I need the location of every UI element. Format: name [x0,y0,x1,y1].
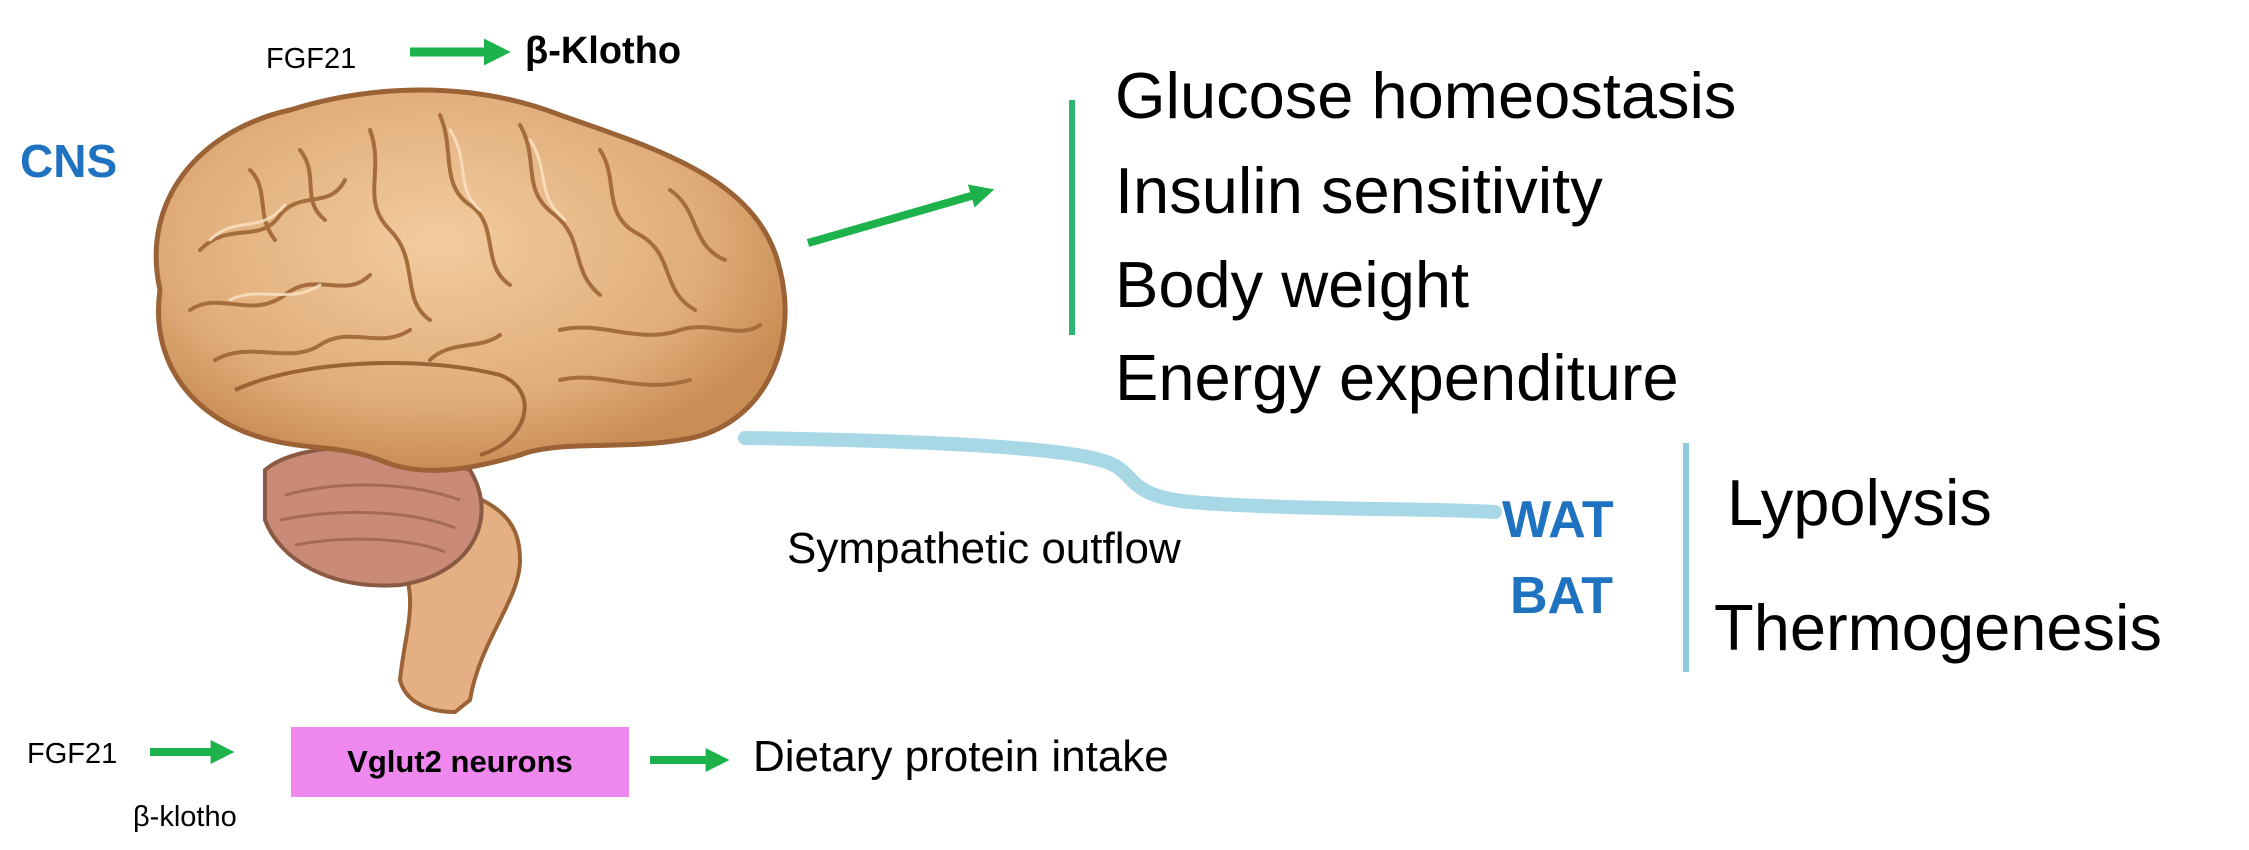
outcome-body-weight: Body weight [1115,248,1470,321]
arrow-right-icon [806,184,995,247]
effect-thermogenesis: Thermogenesis [1714,591,2162,664]
effect-lypolysis: Lypolysis [1727,466,1992,539]
vglut2-neurons-box: Vglut2 neurons [291,727,629,797]
wat-label: WAT [1502,491,1614,549]
outcome-insulin-sensitivity: Insulin sensitivity [1115,154,1603,227]
top-fgf21-label: FGF21 [266,43,357,75]
vglut2-neurons-label: Vglut2 neurons [347,744,573,779]
outcome-energy-expenditure: Energy expenditure [1115,341,1679,414]
sympathetic-nerve [738,431,1502,519]
top-beta-klotho-label: β-Klotho [525,30,682,72]
cerebrum [153,87,788,473]
dietary-protein-intake-label: Dietary protein intake [753,732,1169,781]
sympathetic-outflow-label: Sympathetic outflow [787,524,1181,573]
bottom-beta-klotho-label: β-klotho [133,801,237,833]
brain-illustration [153,87,788,715]
bottom-fgf21-label: FGF21 [27,738,118,770]
cns-label: CNS [20,135,118,187]
bat-label: BAT [1510,567,1614,625]
outcome-glucose-homeostasis: Glucose homeostasis [1115,59,1737,132]
